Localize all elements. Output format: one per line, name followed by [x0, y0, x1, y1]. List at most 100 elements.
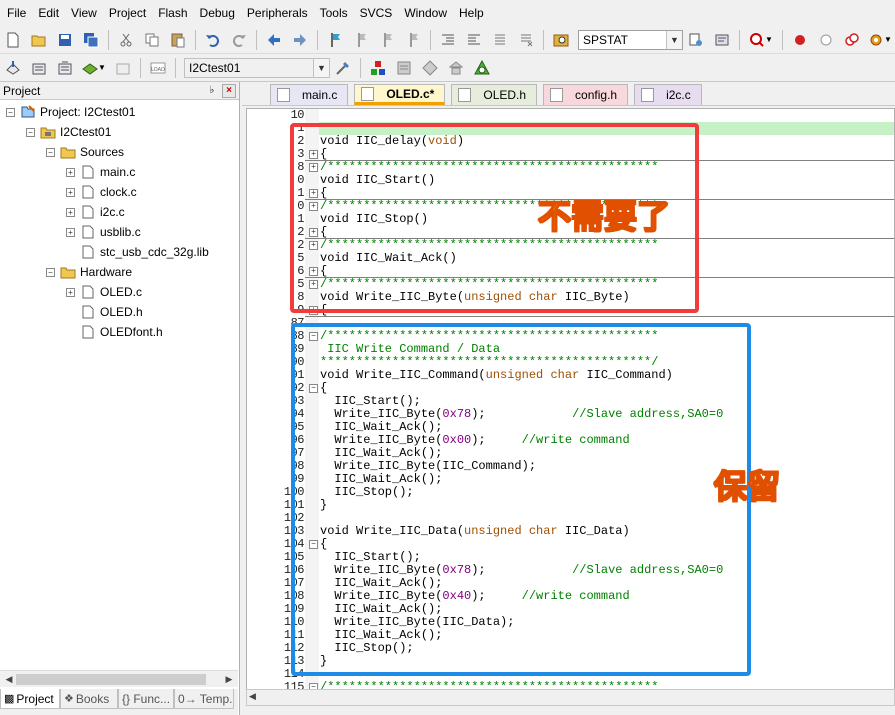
open-icon[interactable] [28, 29, 50, 51]
expand-icon[interactable]: + [66, 207, 75, 217]
tree-item[interactable]: OLEDfont.h [66, 322, 163, 342]
manage-components-icon[interactable] [367, 57, 389, 79]
expand-icon[interactable]: + [309, 306, 318, 315]
translate-icon[interactable] [2, 57, 24, 79]
menu-svcs[interactable]: SVCS [359, 6, 393, 20]
tab-functions[interactable]: {} Func... [118, 689, 174, 709]
close-icon[interactable]: × [222, 83, 236, 98]
target-options-icon[interactable] [332, 57, 354, 79]
uncomment-icon[interactable] [515, 29, 537, 51]
file-extensions-icon[interactable] [393, 57, 415, 79]
scroll-right-icon[interactable]: ▶ [225, 674, 233, 684]
batch-build-icon[interactable]: ▼ [80, 57, 108, 79]
menu-project[interactable]: Project [108, 6, 147, 20]
debug-session-icon[interactable]: ▼ [746, 29, 776, 51]
expand-icon[interactable]: + [309, 163, 318, 172]
collapse-icon[interactable]: − [309, 540, 318, 549]
stop-build-icon[interactable] [112, 57, 134, 79]
indent-icon[interactable] [437, 29, 459, 51]
rebuild-icon[interactable] [54, 57, 76, 79]
nav-back-icon[interactable] [263, 29, 285, 51]
bookmark-icon[interactable] [324, 29, 346, 51]
pack-installer-icon[interactable] [419, 57, 441, 79]
run-time-env-icon[interactable] [471, 57, 493, 79]
menu-help[interactable]: Help [459, 6, 484, 20]
comment-icon[interactable] [489, 29, 511, 51]
tree-item[interactable]: OLED.h [66, 302, 143, 322]
paste-icon[interactable] [167, 29, 189, 51]
breakpoint-clear-icon[interactable] [841, 29, 863, 51]
find-icon[interactable] [685, 29, 707, 51]
tree-item[interactable]: +main.c [66, 162, 135, 182]
tab-oled-c[interactable]: OLED.c* [354, 84, 446, 105]
tree-item[interactable]: +clock.c [66, 182, 137, 202]
tab-oled-h[interactable]: OLED.h [451, 84, 538, 105]
tab-i2c-c[interactable]: i2c.c [634, 84, 702, 105]
expand-icon[interactable]: + [309, 241, 318, 250]
tree-item[interactable]: −Sources [46, 142, 124, 162]
expand-icon[interactable]: + [309, 280, 318, 289]
bookmark-prev-icon[interactable] [350, 29, 372, 51]
panel-horizontal-scrollbar[interactable]: ◀ ▶ [0, 670, 238, 687]
tab-config-h[interactable]: config.h [543, 84, 629, 105]
find-combo[interactable]: SPSTAT ▼ [578, 29, 683, 50]
unindent-icon[interactable] [463, 29, 485, 51]
scrollbar-thumb[interactable] [16, 674, 206, 685]
undo-icon[interactable] [202, 29, 224, 51]
expand-icon[interactable]: + [66, 287, 75, 297]
menu-view[interactable]: View [71, 6, 97, 20]
select-packs-icon[interactable] [445, 57, 467, 79]
tree-item[interactable]: +OLED.c [66, 282, 142, 302]
build-icon[interactable] [28, 57, 50, 79]
menu-window[interactable]: Window [404, 6, 447, 20]
tree-item[interactable]: stc_usb_cdc_32g.lib [66, 242, 209, 262]
tree-item[interactable]: +i2c.c [66, 202, 125, 222]
download-icon[interactable]: LOAD [147, 57, 169, 79]
menu-tools[interactable]: Tools [319, 6, 348, 20]
menu-flash[interactable]: Flash [158, 6, 188, 20]
collapse-icon[interactable]: − [26, 127, 35, 137]
bookmark-next-icon[interactable] [376, 29, 398, 51]
collapse-icon[interactable]: − [46, 147, 55, 157]
expand-icon[interactable]: + [309, 228, 318, 237]
save-icon[interactable] [54, 29, 76, 51]
tab-main-c[interactable]: main.c [270, 84, 349, 105]
expand-icon[interactable]: + [66, 187, 75, 197]
tab-project[interactable]: ▩Project [0, 689, 60, 709]
redo-icon[interactable] [228, 29, 250, 51]
collapse-icon[interactable]: − [46, 267, 55, 277]
incremental-find-icon[interactable] [711, 29, 733, 51]
menu-edit[interactable]: Edit [38, 6, 60, 20]
chevron-down-icon[interactable]: ▼ [313, 58, 329, 77]
tree-item[interactable]: −Project: I2Ctest01 [6, 102, 135, 122]
target-select[interactable]: I2Ctest01 ▼ [184, 57, 330, 78]
breakpoint-disable-icon[interactable] [815, 29, 837, 51]
scroll-left-icon[interactable]: ◀ [5, 674, 13, 684]
nav-forward-icon[interactable] [289, 29, 311, 51]
expand-icon[interactable]: + [309, 189, 318, 198]
expand-icon[interactable]: + [309, 267, 318, 276]
chevron-down-icon[interactable]: ▼ [666, 30, 682, 49]
bookmark-clear-icon[interactable] [402, 29, 424, 51]
collapse-icon[interactable]: − [6, 107, 15, 117]
save-all-icon[interactable] [80, 29, 102, 51]
collapse-icon[interactable]: − [309, 384, 318, 393]
scroll-left-icon[interactable]: ◀ [249, 691, 256, 701]
tree-item[interactable]: −I2Ctest01 [26, 122, 111, 142]
pin-icon[interactable]: ♭ [209, 85, 215, 96]
expand-icon[interactable]: + [66, 167, 75, 177]
tree-item[interactable]: −Hardware [46, 262, 132, 282]
cut-icon[interactable] [115, 29, 137, 51]
tab-books[interactable]: ❖Books [60, 689, 118, 709]
breakpoint-icon[interactable] [789, 29, 811, 51]
editor-horizontal-scrollbar[interactable]: ◀ [246, 689, 895, 706]
expand-icon[interactable]: + [309, 150, 318, 159]
menu-debug[interactable]: Debug [199, 6, 235, 20]
expand-icon[interactable]: + [309, 202, 318, 211]
collapse-icon[interactable]: − [309, 332, 318, 341]
tree-item[interactable]: +usblib.c [66, 222, 141, 242]
copy-icon[interactable] [141, 29, 163, 51]
find-in-files-icon[interactable] [550, 29, 572, 51]
configure-icon[interactable]: ▼ [867, 29, 893, 51]
new-file-icon[interactable] [2, 29, 24, 51]
